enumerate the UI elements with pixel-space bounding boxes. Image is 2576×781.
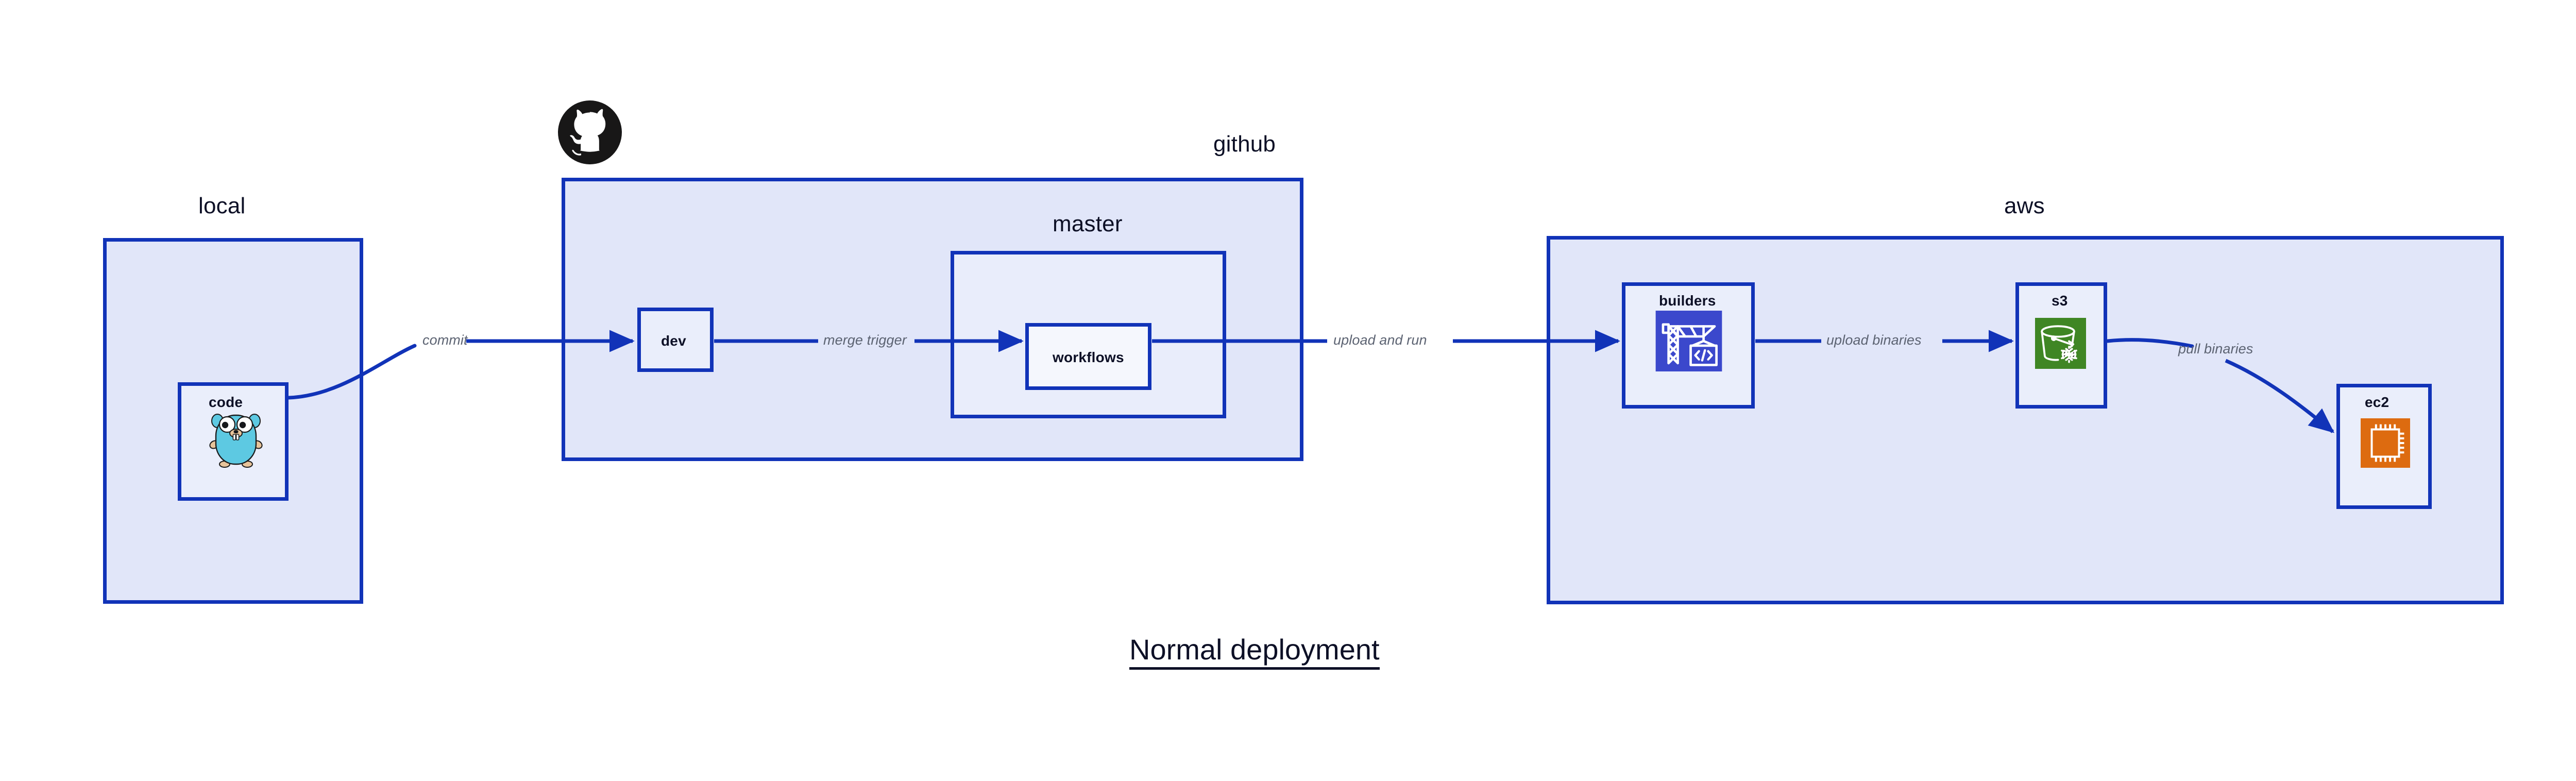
node-dev[interactable] <box>637 308 714 372</box>
zone-label-aws: aws <box>2004 193 2045 218</box>
node-label-workflows: workflows <box>1053 349 1124 365</box>
node-label-s3: s3 <box>2052 293 2068 309</box>
page-title: Normal deployment <box>1129 634 1380 670</box>
edge-label-pull-binaries: pull binaries <box>2178 341 2253 356</box>
node-label-dev: dev <box>661 333 686 349</box>
node-label-ec2: ec2 <box>2365 394 2389 410</box>
zone-label-github: github <box>1213 131 1276 157</box>
github-octocat-icon <box>558 100 622 164</box>
zone-label-local: local <box>198 193 246 218</box>
node-label-builders: builders <box>1659 293 1716 309</box>
node-label-code: code <box>209 394 243 410</box>
aws-s3-glacier-icon <box>2035 318 2086 369</box>
node-workflows[interactable] <box>1025 323 1151 390</box>
edge-label-commit: commit <box>422 332 468 348</box>
aws-codebuild-icon <box>1655 311 1722 371</box>
go-gopher-icon <box>209 407 263 468</box>
edge-label-merge-trigger: merge trigger <box>823 332 907 348</box>
edge-label-upload-and-run: upload and run <box>1333 332 1427 348</box>
edge-label-upload-binaries: upload binaries <box>1826 332 1922 348</box>
subzone-label-master: master <box>1053 211 1123 236</box>
aws-ec2-icon <box>2361 418 2410 468</box>
